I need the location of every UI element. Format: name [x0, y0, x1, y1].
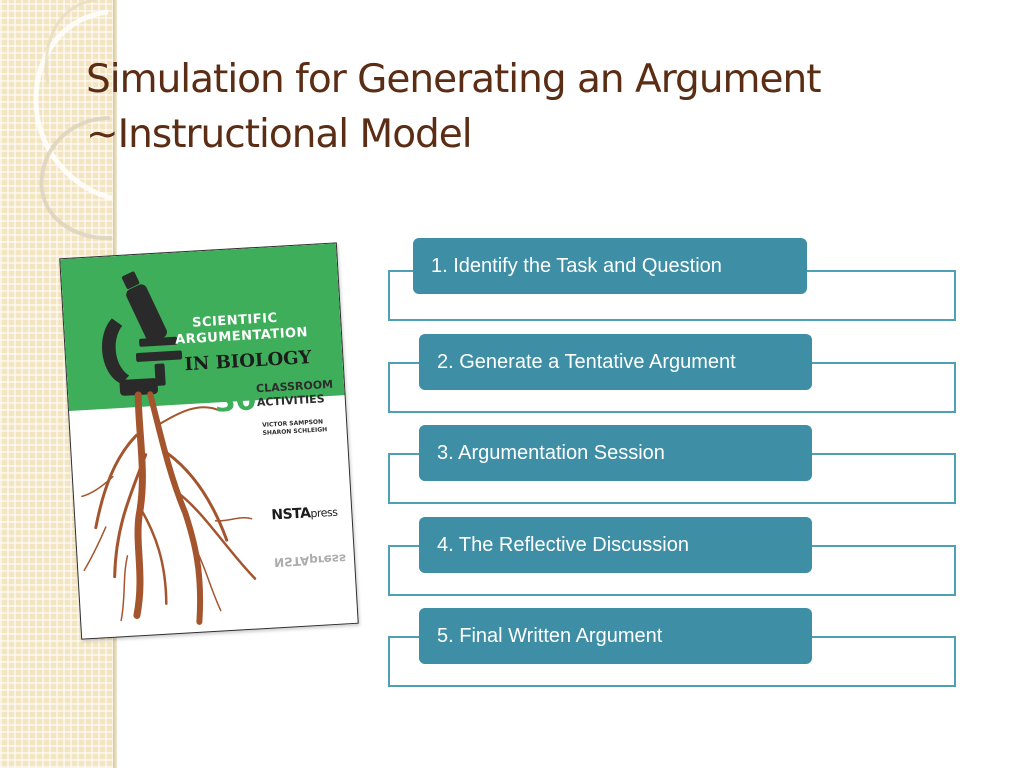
publisher-light-mirrored: press — [308, 551, 347, 568]
step-5-box: 5. Final Written Argument — [419, 608, 812, 664]
publisher-light: press — [310, 505, 338, 521]
step-1-box: 1. Identify the Task and Question — [413, 238, 807, 294]
step-4-box: 4. The Reflective Discussion — [419, 517, 812, 573]
slide-title: Simulation for Generating an Argument ~I… — [86, 52, 1006, 162]
slide-title-line-2: ~Instructional Model — [86, 112, 473, 157]
publisher-bold: NSTA — [270, 505, 311, 524]
book-number: 30 — [213, 382, 258, 420]
microscope-and-roots-illustration — [81, 271, 257, 625]
decorative-swirls — [33, 0, 113, 241]
step-2-box: 2. Generate a Tentative Argument — [419, 334, 812, 390]
step-3-box: 3. Argumentation Session — [419, 425, 812, 481]
book-cover-image: SCIENTIFIC ARGUMENTATION IN BIOLOGY 30 C… — [59, 242, 359, 640]
slide-title-line-1: Simulation for Generating an Argument — [86, 57, 822, 102]
publisher-bold-mirrored: NSTA — [273, 553, 310, 570]
